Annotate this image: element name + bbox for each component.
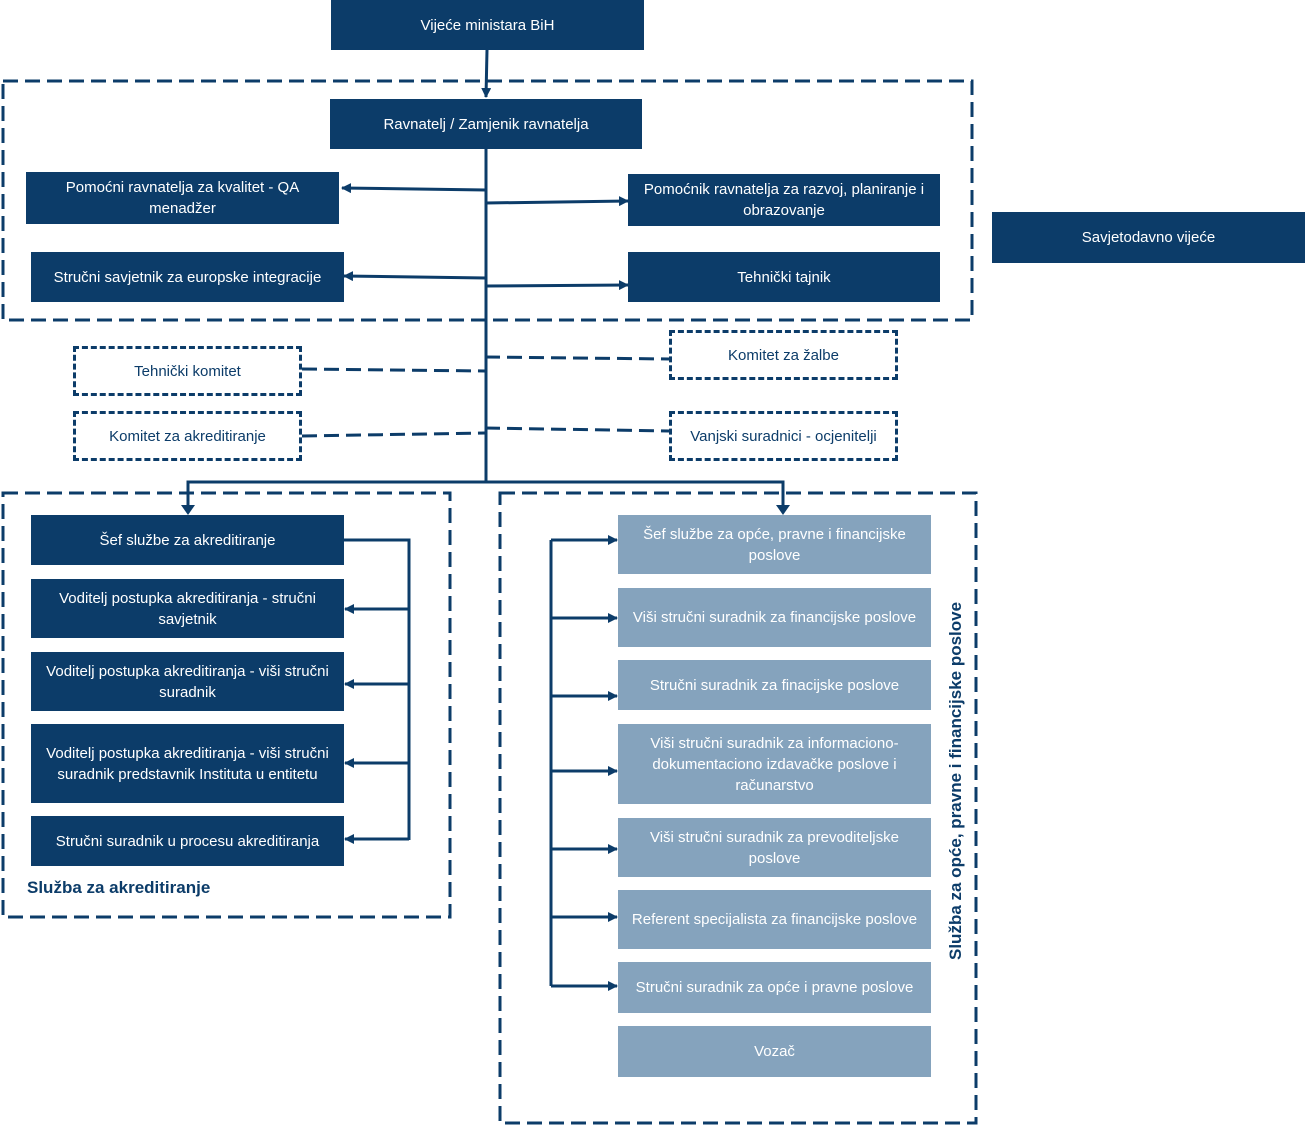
assistant-development-label: Pomoćnik ravnatelja za razvoj, planiranj… bbox=[643, 181, 925, 219]
appeals-committee-box: Komitet za žalbe bbox=[669, 330, 898, 380]
general-item-label: Referent specijalista za financijske pos… bbox=[631, 911, 918, 928]
technical-secretary-box: Tehnički tajnik bbox=[628, 252, 940, 302]
procedure-manager-advisor-box: Voditelj postupka akreditiranja - stručn… bbox=[31, 579, 344, 638]
appeals-committee-label: Komitet za žalbe bbox=[728, 346, 839, 364]
advisory-council-box: Savjetodavno vijeće bbox=[992, 212, 1305, 263]
accreditation-head-box: Šef službe za akreditiranje bbox=[31, 515, 344, 565]
general-item-label: Viši stručni suradnik za financijske pos… bbox=[632, 609, 917, 626]
general-item-label: Viši stručni suradnik za prevoditeljske … bbox=[649, 828, 899, 867]
senior-translation-box: Viši stručni suradnik za prevoditeljske … bbox=[618, 818, 931, 877]
senior-financial-box: Viši stručni suradnik za financijske pos… bbox=[618, 588, 931, 647]
general-item-label: Vozač bbox=[754, 1043, 795, 1060]
procedure-manager-entity-box: Voditelj postupka akreditiranja - viši s… bbox=[31, 724, 344, 803]
council-of-ministers-label: Vijeće ministara BiH bbox=[420, 16, 555, 34]
driver-box: Vozač bbox=[618, 1026, 931, 1077]
accreditation-service-label: Služba za akreditiranje bbox=[27, 878, 211, 897]
accreditation-item-label: Voditelj postupka akreditiranja - stručn… bbox=[59, 589, 316, 628]
assistant-quality-box: Pomoćni ravnatelja za kvalitet - QA mena… bbox=[26, 172, 339, 224]
technical-committee-label: Tehnički komitet bbox=[134, 362, 241, 380]
financial-associate-box: Stručni suradnik za finacijske poslove bbox=[618, 660, 931, 710]
technical-secretary-label: Tehnički tajnik bbox=[737, 268, 831, 286]
general-legal-associate-box: Stručni suradnik za opće i pravne poslov… bbox=[618, 962, 931, 1013]
accreditation-item-label: Voditelj postupka akreditiranja - viši s… bbox=[46, 662, 329, 701]
eu-advisor-box: Stručni savjetnik za europske integracij… bbox=[31, 252, 344, 302]
general-service-label: Služba za opće, pravne i financijske pos… bbox=[946, 601, 965, 960]
accreditation-associate-box: Stručni suradnik u procesu akreditiranja bbox=[31, 816, 344, 866]
director-box: Ravnatelj / Zamjenik ravnatelja bbox=[330, 99, 642, 149]
senior-it-documentation-box: Viši stručni suradnik za informaciono-do… bbox=[618, 724, 931, 804]
council-of-ministers-box: Vijeće ministara BiH bbox=[331, 0, 644, 50]
general-item-label: Viši stručni suradnik za informaciono-do… bbox=[650, 734, 899, 794]
general-head-box: Šef službe za opće, pravne i financijske… bbox=[618, 515, 931, 574]
accreditation-item-label: Šef službe za akreditiranje bbox=[99, 531, 276, 549]
general-service-frame bbox=[498, 491, 978, 1125]
accreditation-service-frame bbox=[1, 491, 452, 919]
financial-referent-box: Referent specijalista za financijske pos… bbox=[618, 890, 931, 949]
procedure-manager-senior-box: Voditelj postupka akreditiranja - viši s… bbox=[31, 652, 344, 711]
external-assessors-label: Vanjski suradnici - ocjenitelji bbox=[690, 427, 877, 445]
general-item-label: Stručni suradnik za finacijske poslove bbox=[649, 676, 900, 694]
assistant-quality-label: Pomoćni ravnatelja za kvalitet - QA mena… bbox=[65, 179, 300, 217]
accreditation-item-label: Stručni suradnik u procesu akreditiranja bbox=[55, 832, 320, 850]
assistant-development-box: Pomoćnik ravnatelja za razvoj, planiranj… bbox=[628, 174, 940, 226]
accreditation-item-label: Voditelj postupka akreditiranja - viši s… bbox=[46, 744, 329, 783]
eu-advisor-label: Stručni savjetnik za europske integracij… bbox=[53, 268, 322, 286]
accreditation-committee-label: Komitet za akreditiranje bbox=[109, 427, 266, 445]
external-assessors-box: Vanjski suradnici - ocjenitelji bbox=[669, 411, 898, 461]
technical-committee-box: Tehnički komitet bbox=[73, 346, 302, 396]
general-item-label: Šef službe za opće, pravne i financijske… bbox=[643, 525, 906, 564]
accreditation-committee-box: Komitet za akreditiranje bbox=[73, 411, 302, 461]
advisory-council-label: Savjetodavno vijeće bbox=[1081, 229, 1216, 246]
director-label: Ravnatelj / Zamjenik ravnatelja bbox=[383, 115, 589, 133]
general-item-label: Stručni suradnik za opće i pravne poslov… bbox=[635, 979, 914, 996]
